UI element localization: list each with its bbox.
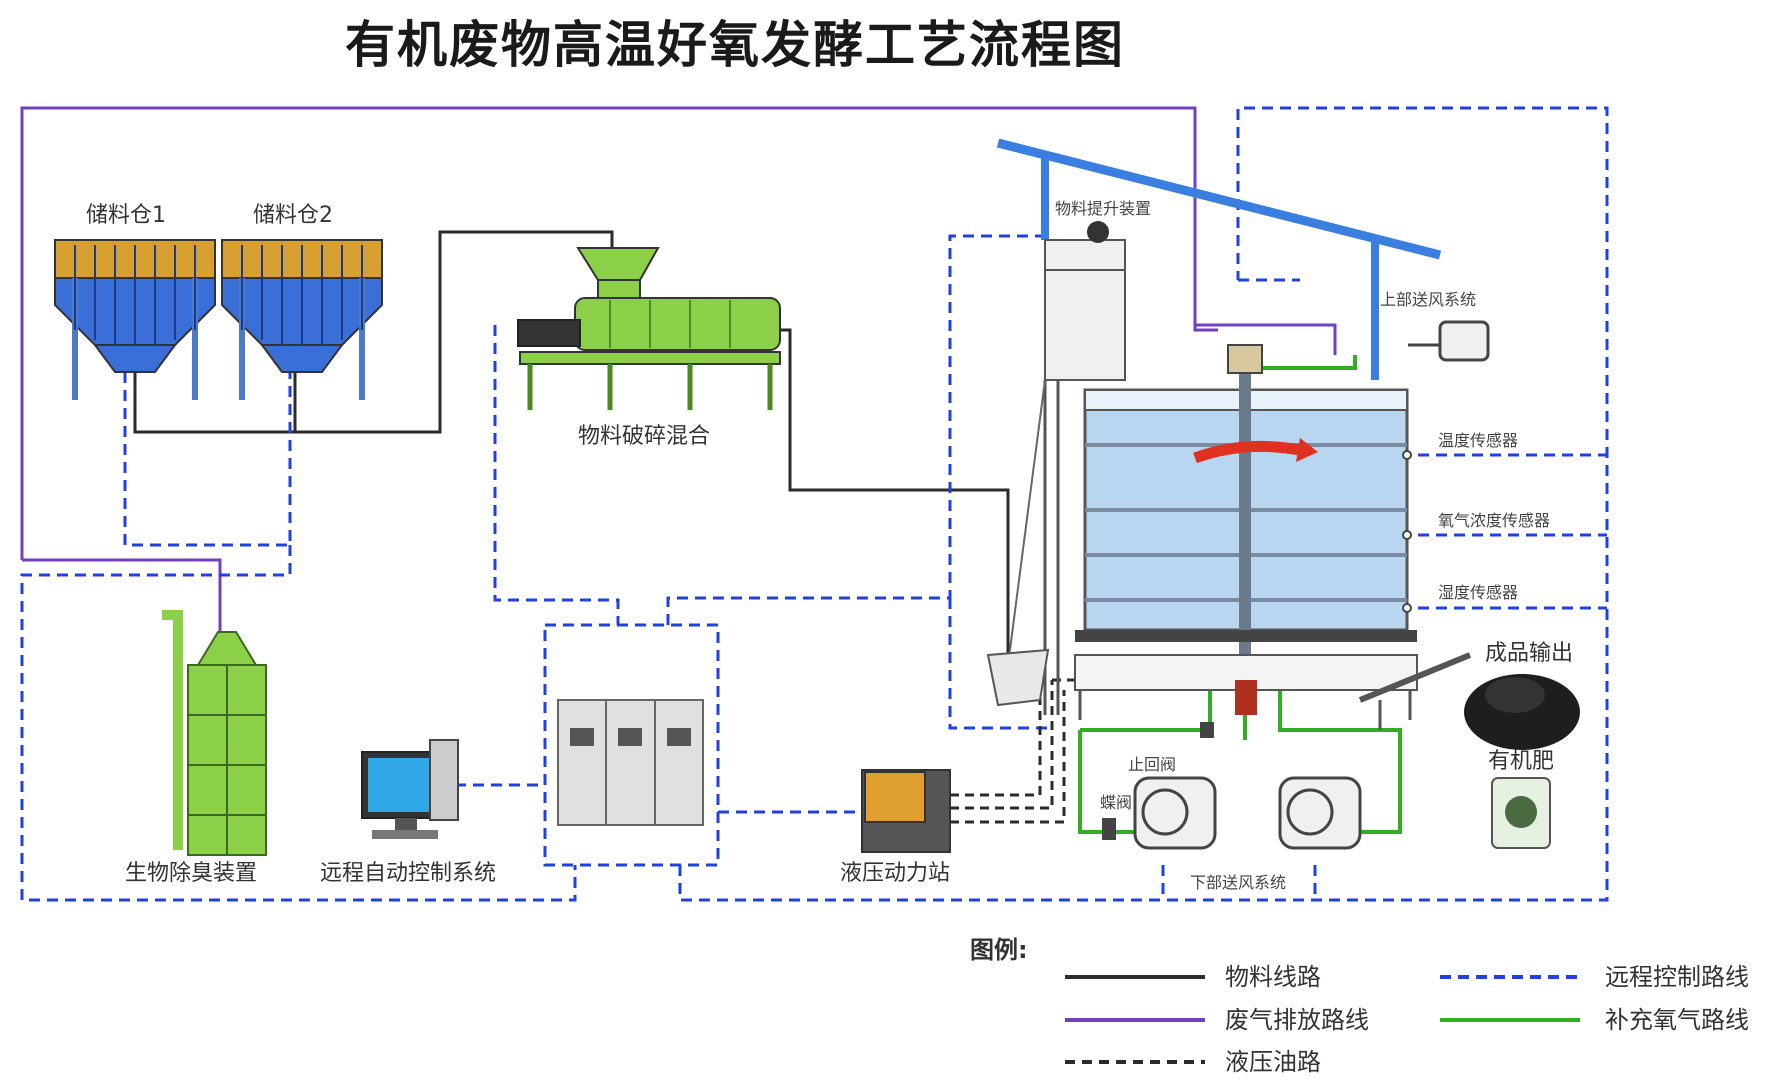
bio-deodorizer	[162, 610, 267, 856]
upper-blower	[1408, 320, 1490, 362]
legend-label-oxygen: 补充氧气路线	[1605, 1006, 1749, 1034]
lower-blower-right	[1278, 776, 1362, 850]
oxygen-sensor-label: 氧气浓度传感器	[1438, 511, 1550, 530]
butterfly-valve-icon	[1102, 818, 1116, 840]
upper-air-label: 上部送风系统	[1380, 290, 1476, 309]
crusher-mixer	[517, 247, 781, 410]
legend-heading: 图例:	[970, 936, 1028, 964]
exhaust-route	[20, 106, 1337, 665]
compost-pile	[1464, 674, 1580, 750]
storage-silo-2	[221, 239, 383, 400]
silo-1-label: 储料仓1	[86, 203, 166, 228]
temp-sensor-label: 温度传感器	[1438, 431, 1518, 450]
remote-control-label: 远程自动控制系统	[320, 861, 496, 886]
legend-label-exhaust: 废气排放路线	[1225, 1006, 1369, 1034]
butterfly-valve-label: 蝶阀	[1100, 793, 1132, 812]
mixer-label: 物料破碎混合	[578, 424, 710, 449]
product-output-label: 成品输出	[1485, 641, 1573, 666]
diagram-title: 有机废物高温好氧发酵工艺流程图	[345, 16, 1125, 74]
fermentation-tank	[986, 138, 1442, 720]
lower-blower-left	[1133, 776, 1217, 850]
check-valve-label: 止回阀	[1128, 755, 1176, 774]
legend-label-material: 物料线路	[1225, 963, 1321, 991]
deodorizer-label: 生物除臭装置	[125, 861, 257, 886]
silo-2-label: 储料仓2	[253, 203, 333, 228]
legend-label-control: 远程控制路线	[1605, 963, 1749, 991]
computer-workstation	[361, 739, 459, 839]
hydraulic-station	[861, 769, 951, 853]
sensor-markers	[1402, 450, 1412, 613]
control-cabinet	[557, 699, 704, 826]
fertilizer-bag	[1491, 777, 1551, 849]
legend: 图例: 物料线路 废气排放路线 液压油路 远程控制路线 补充氧气路线	[970, 936, 1749, 1076]
legend-label-hydraulic: 液压油路	[1225, 1048, 1321, 1076]
fertilizer-label: 有机肥	[1488, 749, 1554, 774]
control-route	[20, 106, 1609, 902]
hydraulic-station-label: 液压动力站	[840, 861, 950, 886]
lifter-label: 物料提升装置	[1055, 199, 1151, 218]
humidity-sensor-label: 湿度传感器	[1438, 583, 1518, 602]
lower-air-label: 下部送风系统	[1190, 873, 1286, 892]
check-valve-icon	[1200, 722, 1214, 738]
storage-silo-1	[54, 239, 216, 400]
product-conveyor	[1358, 652, 1472, 730]
material-route	[133, 230, 1010, 670]
